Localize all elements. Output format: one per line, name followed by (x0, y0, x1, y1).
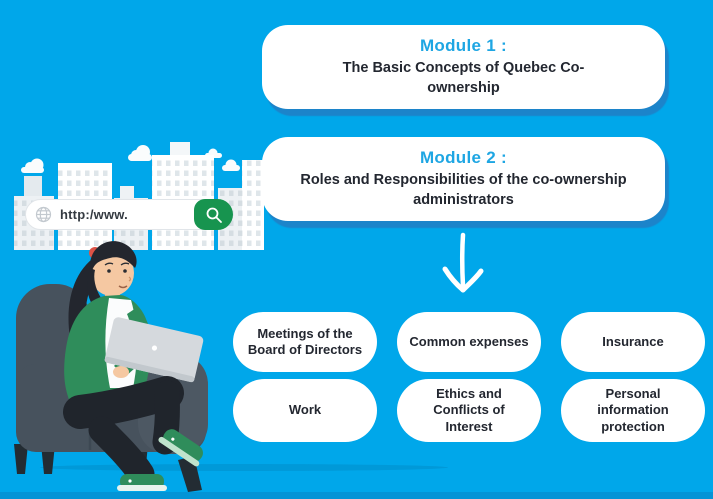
browser-search-bar[interactable]: http:/www. (25, 199, 233, 230)
topic-pill-work[interactable]: Work (233, 379, 377, 442)
floor-strip (0, 492, 713, 499)
module-1-card[interactable]: Module 1 : The Basic Concepts of Quebec … (262, 25, 665, 109)
green-sneaker (158, 429, 203, 467)
green-sneaker (117, 474, 167, 491)
url-text[interactable]: http:/www. (60, 207, 128, 222)
laptop (104, 317, 204, 383)
woman-with-laptop-illustration (14, 241, 208, 492)
chair-shadow (40, 464, 448, 471)
topic-pill-insurance[interactable]: Insurance (561, 312, 705, 372)
module-2-card[interactable]: Module 2 : Roles and Responsibilities of… (262, 137, 665, 221)
topic-label: Common expenses (409, 333, 529, 349)
globe-icon (35, 206, 52, 223)
topic-label: Work (288, 402, 322, 418)
legs (63, 376, 203, 491)
woman (64, 241, 151, 402)
arrow-down-icon (442, 232, 484, 293)
module-2-title: Module 2 : (419, 147, 508, 167)
topic-label: Insurance (602, 333, 664, 349)
module-1-title: Module 1 : (419, 35, 508, 55)
module-2-subtitle: Roles and Responsibilities of the co-own… (300, 171, 627, 208)
magnifier-icon (206, 207, 222, 223)
topic-pill-common-expenses[interactable]: Common expenses (397, 312, 541, 372)
city-skyline (14, 142, 264, 250)
search-button[interactable] (194, 199, 233, 230)
module-1-subtitle: The Basic Concepts of Quebec Co-ownershi… (342, 59, 585, 96)
